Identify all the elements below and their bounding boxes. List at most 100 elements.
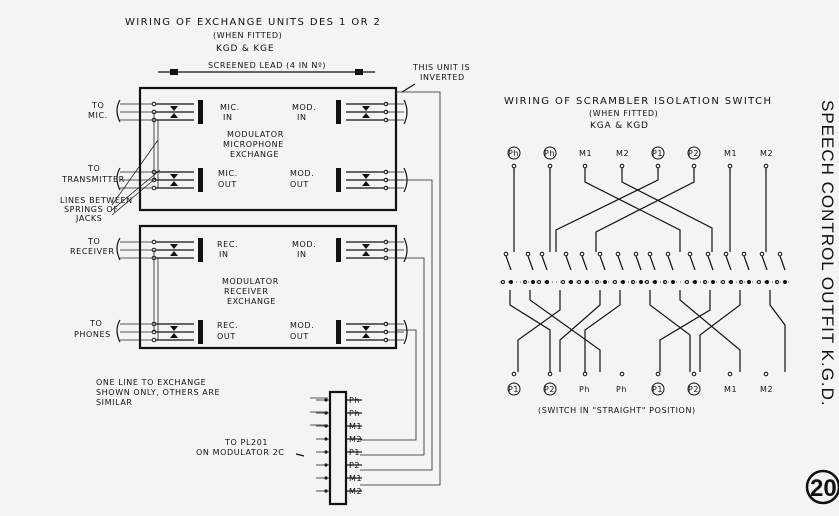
mic-out-label-1: MIC. [218, 169, 238, 178]
jack-contact [362, 251, 370, 256]
to-pl201-label-1: TO PL201 [224, 438, 268, 447]
switch-contact-open [663, 280, 667, 284]
scrambler-bottom-label: P2 [544, 385, 555, 394]
jack-terminal [151, 337, 157, 343]
rec-out-label-1: REC. [217, 321, 238, 330]
plug-pin-label: M1 [349, 474, 362, 483]
rec-in-label-1: REC. [217, 240, 238, 249]
lines-between-label-2: SPRINGS OF [64, 205, 119, 214]
plug-pl201 [328, 390, 348, 506]
plug-pin-label: M2 [349, 487, 362, 496]
scrambler-bottom-label: M2 [760, 385, 773, 394]
scrambler-top-terminal [763, 163, 769, 169]
switch-pivot [503, 251, 509, 257]
jack-contact [170, 113, 178, 118]
switch-contact [509, 280, 513, 284]
jack-contact [170, 326, 178, 331]
scrambler-top-terminal [691, 163, 697, 169]
mod2-out-label-1: MOD. [290, 321, 314, 330]
mic-in-label-1: MIC. [220, 103, 240, 112]
switch-pivot [759, 251, 765, 257]
to-transmitter-label-1: TO [87, 164, 100, 173]
right-brace [403, 99, 408, 345]
scrambler-top-label: Ph [544, 149, 555, 158]
jack-contact [170, 106, 178, 111]
unit2-name-3: EXCHANGE [227, 297, 276, 306]
switch-blade [505, 255, 512, 271]
jack-sleeve [336, 100, 341, 124]
mod2-out-label-2: OUT [290, 332, 309, 341]
one-line-note-1: ONE LINE TO EXCHANGE [96, 378, 206, 387]
scrambler-top-terminal [547, 163, 553, 169]
plug-left-leads [310, 397, 328, 426]
jack-terminal [151, 185, 157, 191]
unit1-name-1: MODULATOR [227, 130, 284, 139]
switch-pivot [525, 251, 531, 257]
switch-blade [707, 255, 714, 271]
scrambler-wire [649, 290, 691, 372]
scrambler-bottom-ring [651, 382, 665, 396]
jack-sleeve [336, 168, 341, 192]
switch-blade [565, 255, 572, 271]
unit1-name-3: EXCHANGE [230, 150, 279, 159]
jack-contact [362, 181, 370, 186]
switch-blade [761, 255, 768, 271]
scrambler-bottom-label: Ph [616, 385, 627, 394]
switch-blade [779, 255, 786, 271]
scrambler-top-terminal [619, 163, 625, 169]
scrambler-bottom-label: M1 [724, 385, 737, 394]
exchange-models: KGD & KGE [216, 44, 274, 54]
switch-pivot [563, 251, 569, 257]
switch-contact-open [631, 280, 635, 284]
jack-contact [362, 106, 370, 111]
scrambler-bottom-ring [687, 382, 701, 396]
scrambler-bottom-label: P1 [652, 385, 663, 394]
jack-terminal [151, 101, 157, 107]
receiver-brace [116, 237, 121, 261]
to-phones-label-1: TO [89, 319, 102, 328]
jack-sleeve [336, 320, 341, 344]
jack-sleeve [198, 100, 203, 124]
jack-contact [362, 174, 370, 179]
scrambler-wire [529, 290, 601, 372]
mic-out-label-2: OUT [218, 180, 237, 189]
switch-contact [621, 280, 625, 284]
scrambler-top-terminal [511, 163, 517, 169]
scrambler-bottom-terminal [655, 371, 661, 377]
switch-pivot [615, 251, 621, 257]
switch-blade [635, 255, 642, 271]
to-transmitter-label-2: TRANSMITTER [61, 175, 125, 184]
jack-contact [170, 251, 178, 256]
scrambler-top-ring [507, 146, 521, 160]
mod-out-jack [336, 168, 389, 192]
inverted-note-line2: INVERTED [420, 73, 465, 82]
page-number-ring [805, 469, 839, 505]
mic-brace [116, 99, 121, 123]
switch-contact [569, 280, 573, 284]
scrambler-bottom-terminal [619, 371, 625, 377]
inverted-arrow [401, 83, 416, 93]
scrambler-wire [584, 168, 681, 252]
scrambler-top-ring [687, 146, 701, 160]
plug-pin-label: P2 [349, 461, 360, 470]
to-phones-label-2: PHONES [74, 330, 111, 339]
mod-in-label-1: MOD. [292, 103, 316, 112]
to-mic-label-2: MIC. [88, 111, 108, 120]
switch-contact [729, 280, 733, 284]
mod2-in-jack [336, 238, 389, 262]
scrambler-top-terminal [655, 163, 661, 169]
mic-in-label-2: IN [223, 113, 233, 122]
switch-blade [527, 255, 534, 271]
rec-in-jack [151, 238, 203, 262]
jack-link [153, 112, 159, 340]
scrambler-bottom-ring [543, 382, 557, 396]
switch-contact-open [703, 280, 707, 284]
switch-pivot [687, 251, 693, 257]
scrambler-wire [699, 290, 741, 372]
switch-contact [693, 280, 697, 284]
scrambler-models: KGA & KGD [590, 121, 649, 131]
switch-pivot [539, 251, 545, 257]
switch-pivot [597, 251, 603, 257]
scrambler-caption: (SWITCH IN "STRAIGHT" POSITION) [538, 406, 696, 415]
